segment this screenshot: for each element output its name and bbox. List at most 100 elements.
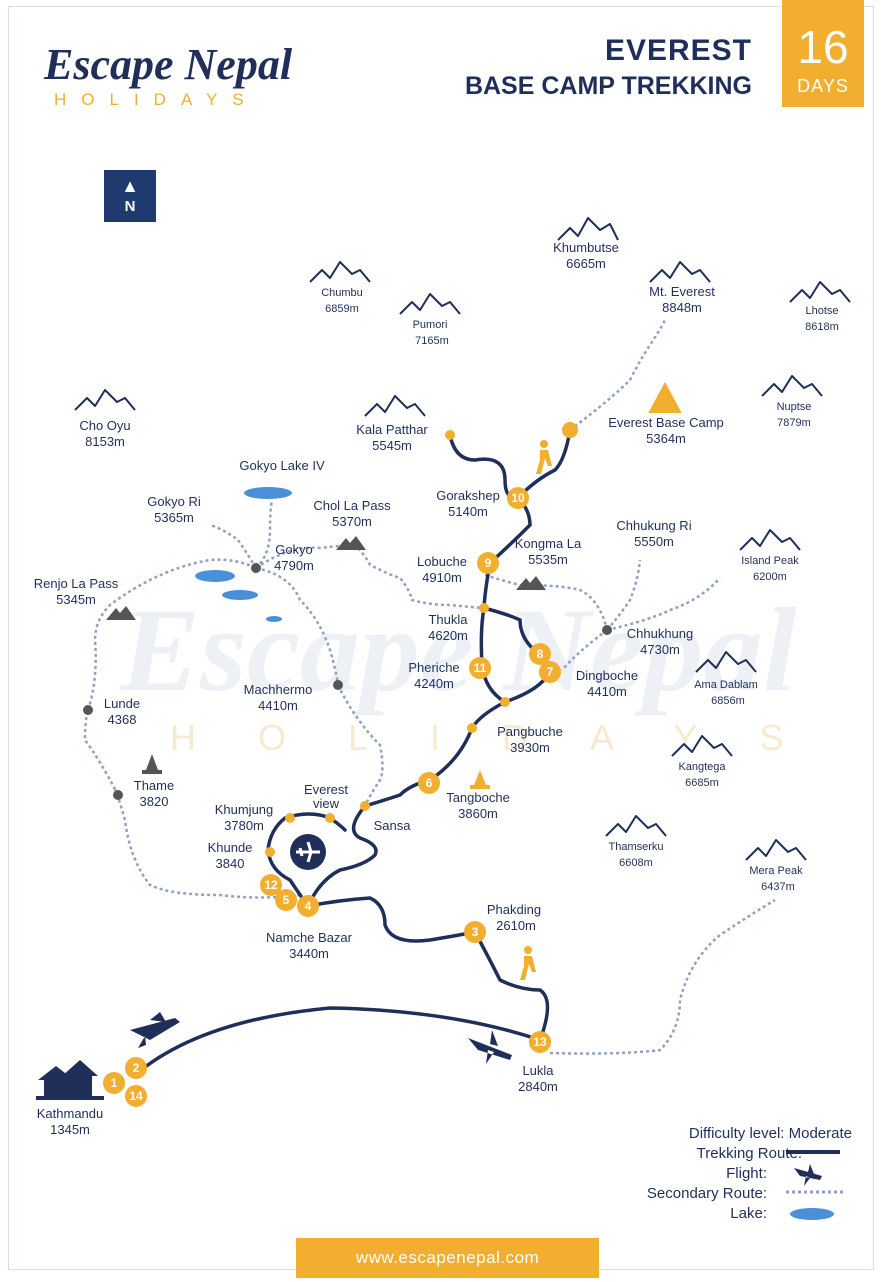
waypoint-dot (500, 697, 510, 707)
mountain-icon (745, 839, 807, 861)
day-marker: 13 (529, 1031, 551, 1053)
mountain-icon (364, 395, 426, 417)
logo-text: Escape Nepal (44, 40, 293, 89)
svg-text:2: 2 (133, 1061, 140, 1075)
mountain-icon (74, 389, 136, 411)
mountain-icon (789, 281, 851, 303)
place-name: Dingboche (576, 668, 638, 683)
day-marker: 6 (418, 772, 440, 794)
place-elev: 4730m (640, 642, 680, 657)
place-name: Phakding (487, 902, 541, 917)
day-marker: 4 (297, 895, 319, 917)
day-marker: 11 (469, 657, 491, 679)
mountain-icon (695, 651, 757, 673)
legend-flight: Flight: (726, 1165, 767, 1182)
peak-name: Pumori (413, 319, 448, 331)
legend: Difficulty level: Moderate Trekking Rout… (647, 1124, 852, 1224)
stupa-icon (142, 754, 162, 774)
place-elev: 4368 (108, 712, 137, 727)
place-name: Everest (304, 782, 348, 797)
peak-elev: 7879m (777, 417, 811, 429)
svg-text:1: 1 (111, 1076, 118, 1090)
peak-name: Chumbu (321, 287, 363, 299)
place-elev: 3840 (216, 856, 245, 871)
footer-url[interactable]: www.escapenepal.com (296, 1238, 599, 1278)
svg-text:3: 3 (472, 925, 479, 939)
place-elev: 4620m (428, 628, 468, 643)
stupa-icon (470, 770, 490, 789)
day-marker: 12 (260, 874, 282, 896)
place-name: Gokyo (275, 542, 313, 557)
svg-text:9: 9 (485, 556, 492, 570)
brand-logo: Escape Nepal HOLIDAYS (44, 40, 304, 130)
peak-elev: 8618m (805, 321, 839, 333)
lake-icon (244, 487, 292, 499)
place-name: Gokyo Lake IV (239, 458, 325, 473)
place-name: Chol La Pass (313, 498, 391, 513)
peak-elev: 6200m (753, 571, 787, 583)
waypoint-dot (445, 430, 455, 440)
peak-elev: 6608m (619, 857, 653, 869)
peak-elev: 7165m (415, 335, 449, 347)
place-name: Renjo La Pass (34, 576, 119, 591)
place-name: Chhukung Ri (616, 518, 691, 533)
peak-elev: 8153m (85, 434, 125, 449)
place-elev: 1345m (50, 1122, 90, 1137)
peak-name: Ama Dablam (694, 679, 758, 691)
peak-name: Island Peak (741, 555, 799, 567)
svg-text:13: 13 (533, 1035, 547, 1049)
days-number: 16 (797, 21, 849, 73)
legend-secondary: Secondary Route: (646, 1185, 767, 1202)
place-name: Thame (134, 778, 174, 793)
pass-icon (516, 576, 546, 590)
hiker-icon (520, 946, 536, 980)
day-marker: 2 (125, 1057, 147, 1079)
place-elev: 3930m (510, 740, 550, 755)
peak-name: Mera Peak (749, 865, 803, 877)
peak-name: Nuptse (777, 401, 812, 413)
day-marker: 1 (103, 1072, 125, 1094)
tent-icon (648, 381, 682, 413)
airplane-icon (296, 841, 320, 863)
place-name: Machhermo (244, 682, 313, 697)
place-elev: view (313, 796, 340, 811)
place-elev: 4410m (258, 698, 298, 713)
place-elev: 3780m (224, 818, 264, 833)
mountain-icon (739, 529, 801, 551)
legend-difficulty: Difficulty level: Moderate (688, 1125, 852, 1142)
mountain-icon (649, 261, 711, 283)
waypoint-dots (265, 422, 578, 857)
svg-text:10: 10 (511, 491, 525, 505)
peak-name: Thamserku (608, 841, 663, 853)
peak-elev: 5545m (372, 438, 412, 453)
peak-name: Kangtega (678, 761, 726, 773)
place-elev: 4790m (274, 558, 314, 573)
lake-icon (266, 616, 282, 622)
svg-text:14: 14 (129, 1089, 143, 1103)
mountain-icon (309, 261, 371, 283)
peak-name: Khumbutse (553, 240, 619, 255)
peak-elev: 6856m (711, 695, 745, 707)
place-name: Kathmandu (37, 1106, 104, 1121)
place-elev: 5550m (634, 534, 674, 549)
waypoint-dot (479, 603, 489, 613)
place-elev: 4910m (422, 570, 462, 585)
day-marker: 8 (529, 643, 551, 665)
days-badge: 16 DAYS (782, 0, 864, 107)
place-name: Kongma La (515, 536, 582, 551)
place-name: Khumjung (215, 802, 274, 817)
mountain-icon (557, 217, 619, 241)
lake-icon (195, 570, 235, 582)
place-elev: 5140m (448, 504, 488, 519)
place-elev: 5345m (56, 592, 96, 607)
svg-text:8: 8 (537, 647, 544, 661)
day-marker: 9 (477, 552, 499, 574)
pass-icon (336, 536, 366, 550)
peak-elev: 8848m (662, 300, 702, 315)
mountain-icons (74, 217, 851, 861)
waypoint-dot (265, 847, 275, 857)
day-marker: 10 (507, 487, 529, 509)
